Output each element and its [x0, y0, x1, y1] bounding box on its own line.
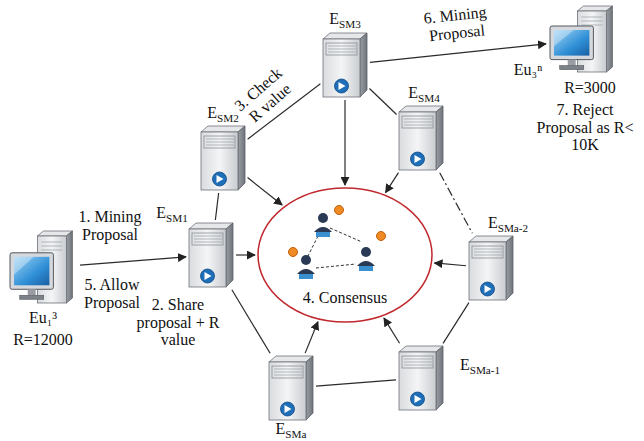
miner-link [308, 236, 318, 256]
node-label: 4. Consensus [303, 289, 387, 307]
node-label: ESM4 [408, 84, 440, 104]
edge-label: 1. Mining Proposal [68, 208, 153, 243]
node-label: ESM3 [329, 10, 361, 30]
server-icon [469, 236, 513, 300]
server-icon [399, 106, 443, 170]
user-node: Eu₃ⁿR=3000 [548, 5, 618, 75]
miner [289, 248, 316, 280]
connector [305, 322, 318, 353]
computer-icon [550, 6, 612, 72]
server-icon [201, 126, 245, 190]
node-label: Eu₃ⁿ [514, 61, 542, 79]
connector [236, 254, 255, 255]
connector [316, 380, 396, 386]
step-note: 2. Share proposal + R value [131, 296, 226, 349]
miner-group [308, 228, 362, 268]
connector [384, 318, 400, 343]
connector [344, 100, 345, 185]
node-label: Eu₁³ [29, 309, 57, 327]
node-shape [548, 5, 618, 75]
connector [215, 193, 218, 220]
node-shape [468, 235, 514, 301]
user-node: Eu₁³R=12000 [8, 230, 78, 306]
miner-link [330, 228, 362, 242]
step-note: 5. Allow Proposal [70, 276, 155, 311]
server-icon [189, 223, 233, 287]
server-icon [269, 356, 313, 420]
consensus-ellipse: 4. Consensus [257, 187, 433, 323]
connector [248, 178, 283, 205]
connector [434, 263, 466, 266]
connector [232, 290, 270, 354]
miner-link [316, 264, 356, 268]
connector [386, 173, 399, 193]
node-label: R=3000 [564, 79, 616, 97]
node-shape [8, 230, 78, 306]
server-node: ESMa-1 [398, 345, 444, 411]
node-label: ESMa [276, 420, 307, 440]
connector [440, 173, 473, 233]
server-icon [399, 346, 443, 410]
node-shape [200, 125, 246, 191]
edge-label: 6. Mining Proposal [412, 2, 500, 46]
node-shape [268, 355, 314, 421]
computer-icon [10, 231, 72, 303]
server-node: ESM2 [200, 125, 246, 191]
node-label: ESMa-2 [488, 214, 528, 234]
server-node: ESM3 [322, 32, 368, 98]
node-shape [398, 345, 444, 411]
node-label: R=12000 [13, 331, 73, 349]
server-node: ESMa-2 [468, 235, 514, 301]
connector [370, 44, 546, 62]
node-shape [322, 32, 368, 98]
node-shape [398, 105, 444, 171]
server-node: ESM4 [398, 105, 444, 171]
consensus-outline [258, 188, 432, 322]
node-label: ESM1 [156, 204, 188, 224]
server-node: ESMa [268, 355, 314, 421]
connector [369, 88, 396, 114]
server-node: ESM1 [188, 222, 234, 288]
node-shape [188, 222, 234, 288]
connector [80, 257, 186, 265]
step-note: 7. Reject Proposal as R< 10K [528, 101, 643, 154]
miner [314, 206, 344, 238]
node-label: ESMa-1 [460, 356, 500, 376]
server-icon [323, 33, 367, 97]
connector [443, 303, 469, 344]
miner [357, 232, 386, 272]
